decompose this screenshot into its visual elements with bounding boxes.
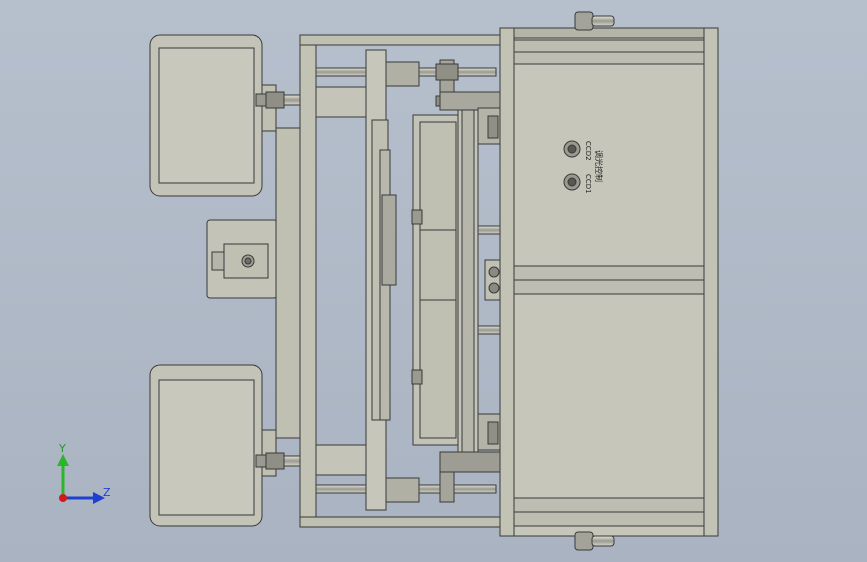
y-axis-label: Y [58,442,66,455]
ccd1-label: CCD1 [584,174,592,194]
ccd2-label: CCD2 [584,141,592,161]
lift-tray [411,114,462,446]
frame-column-right [499,27,515,537]
cabinet-latch-top[interactable] [574,11,615,31]
cam-rail [439,91,504,473]
cabinet-latch-bottom[interactable] [574,531,615,551]
ccd2-button[interactable] [563,140,581,158]
rail-bearing-top [477,107,501,145]
handle-panel-top [149,34,263,197]
rail-bearing-bottom [477,413,501,451]
axis-triad: Y Z [57,442,111,504]
handle-panel-bottom [149,364,263,527]
camera-mount-bracket [206,219,278,299]
ccd1-button[interactable] [563,173,581,191]
frame-column-left [299,34,517,528]
z-axis-label: Z [103,486,111,499]
panel-label: 调光控制 [594,150,604,182]
slide-plate [365,49,397,511]
control-cabinet [513,27,719,537]
handle-bracket-top [255,84,301,132]
